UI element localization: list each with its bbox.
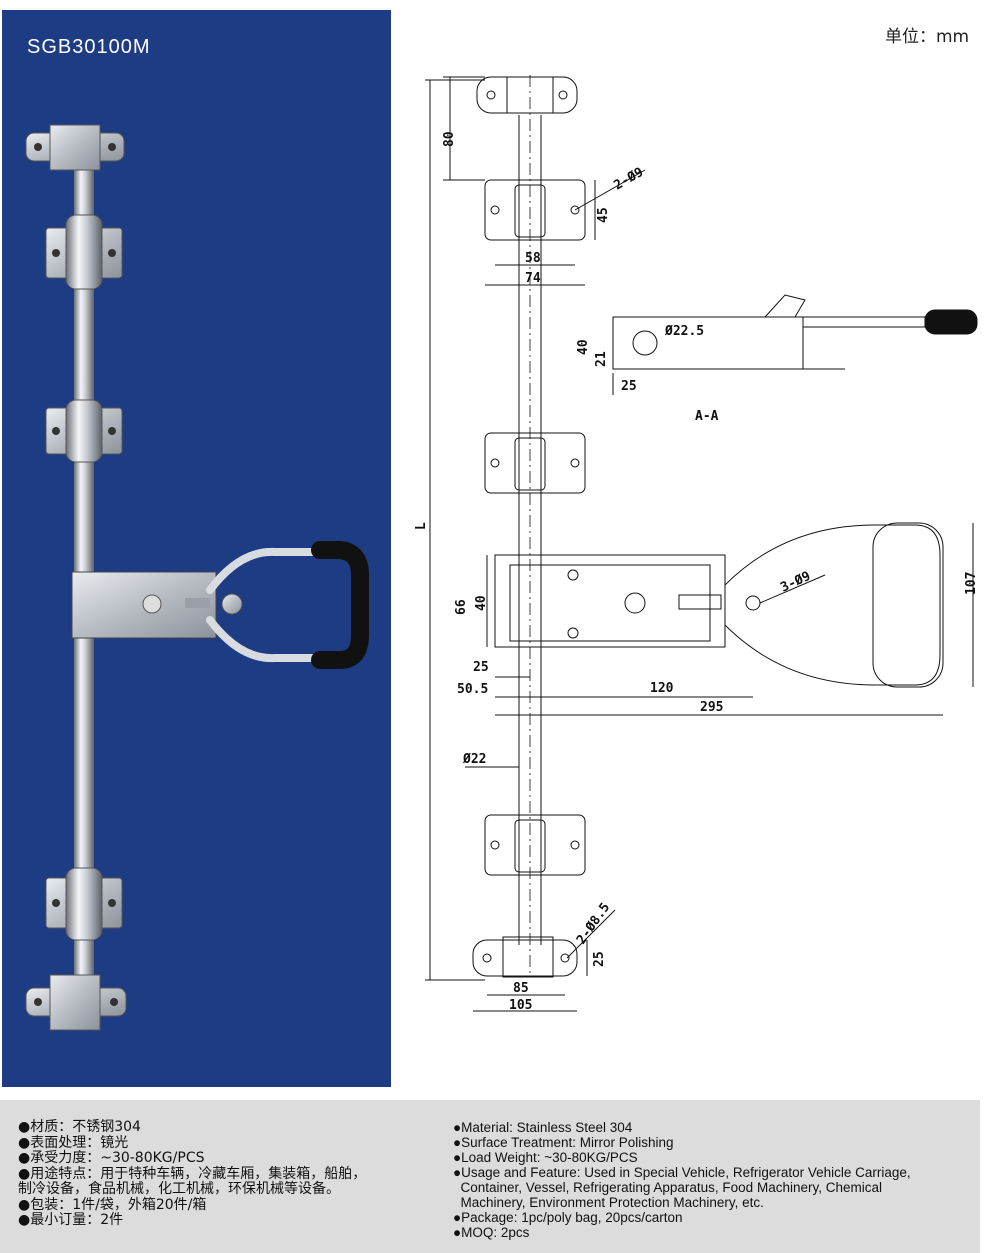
spec-cn-line: ●包装：1件/袋，外箱20件/箱 (18, 1196, 207, 1213)
model-number: SGB30100M (27, 36, 151, 58)
dim-120: 120 (650, 681, 674, 696)
dim-45: 45 (596, 207, 611, 223)
dim-holes-bottom: 2-Ø8.5 (574, 900, 613, 947)
lower-plate (484, 814, 586, 876)
dim-hole-22-5: Ø22.5 (664, 324, 704, 339)
spec-en-line: ●Surface Treatment: Mirror Polishing (453, 1135, 674, 1150)
handle-loop (206, 541, 369, 669)
rod-guide (45, 399, 123, 463)
dim-66: 66 (454, 599, 469, 615)
rod-guide (45, 867, 123, 941)
spec-en-line: ●MOQ: 2pcs (453, 1225, 530, 1240)
handle-housing (71, 571, 217, 639)
dim-25a: 25 (621, 379, 637, 394)
spec-en-line: ●Material: Stainless Steel 304 (453, 1120, 633, 1135)
section-label: A-A (695, 409, 719, 424)
technical-drawing: L 80 2-Ø9 45 58 74 Ø22.5 40 21 25 A-A (414, 75, 979, 1013)
spec-en-line: ●Usage and Feature: Used in Special Vehi… (453, 1165, 911, 1180)
unit-label: 单位：mm (885, 27, 970, 47)
specs-chinese: ●材质：不锈钢304 ●表面处理：镜光 ●承受力度：~30-80KG/PCS ●… (18, 1119, 438, 1229)
rod-guide (45, 214, 123, 290)
spec-en-line: ●Package: 1pc/poly bag, 20pcs/carton (453, 1210, 683, 1225)
spec-en-line: ●Load Weight: ~30-80KG/PCS (453, 1150, 638, 1165)
dim-40a: 40 (576, 339, 591, 355)
dim-85: 85 (513, 981, 529, 996)
spec-cn-line: ●用途特点：用于特种车辆，冷藏车厢，集装箱，船舶， (18, 1165, 367, 1182)
handle-body (494, 522, 944, 688)
spec-footer: ●材质：不锈钢304 ●表面处理：镜光 ●承受力度：~30-80KG/PCS ●… (0, 1100, 980, 1253)
dim-295: 295 (700, 700, 723, 715)
dim-rod-22: Ø22 (462, 752, 486, 767)
dim-40b: 40 (474, 595, 489, 611)
spec-en-line: Machinery, Environment Protection Machin… (453, 1195, 764, 1210)
dim-25b: 25 (473, 660, 489, 675)
dim-74: 74 (525, 271, 541, 286)
lock-bar-photo (25, 124, 369, 1031)
rubber-grip (311, 541, 369, 669)
spec-cn-line: ●表面处理：镜光 (18, 1134, 129, 1151)
top-cam (476, 76, 578, 114)
top-cam-bracket (25, 124, 125, 171)
dim-107: 107 (964, 572, 979, 595)
dim-holes-mid: 3-Ø9 (778, 569, 813, 596)
section-a-a (612, 294, 978, 370)
dim-25c: 25 (592, 951, 607, 967)
dim-L: L (414, 522, 429, 530)
spec-cn-line: 制冷设备，食品机械，化工机械，环保机械等设备。 (18, 1181, 340, 1197)
dim-58: 58 (525, 251, 541, 266)
dim-holes-top: 2-Ø9 (612, 165, 647, 194)
dim-105: 105 (509, 998, 532, 1013)
dim-21: 21 (594, 351, 609, 367)
bottom-cam (472, 936, 578, 978)
dim-80: 80 (442, 131, 457, 147)
dim-50-5: 50.5 (457, 682, 488, 697)
spec-cn-line: ●承受力度：~30-80KG/PCS (18, 1150, 205, 1166)
spec-cn-line: ●最小订量：2件 (18, 1212, 124, 1228)
spec-en-line: Container, Vessel, Refrigerating Apparat… (453, 1180, 882, 1195)
spec-cn-line: ●材质：不锈钢304 (18, 1119, 141, 1135)
middle-plate (484, 432, 586, 494)
specs-english: ●Material: Stainless Steel 304 ●Surface … (453, 1120, 973, 1240)
top-plate (484, 179, 586, 241)
bottom-cam-bracket (25, 974, 127, 1031)
